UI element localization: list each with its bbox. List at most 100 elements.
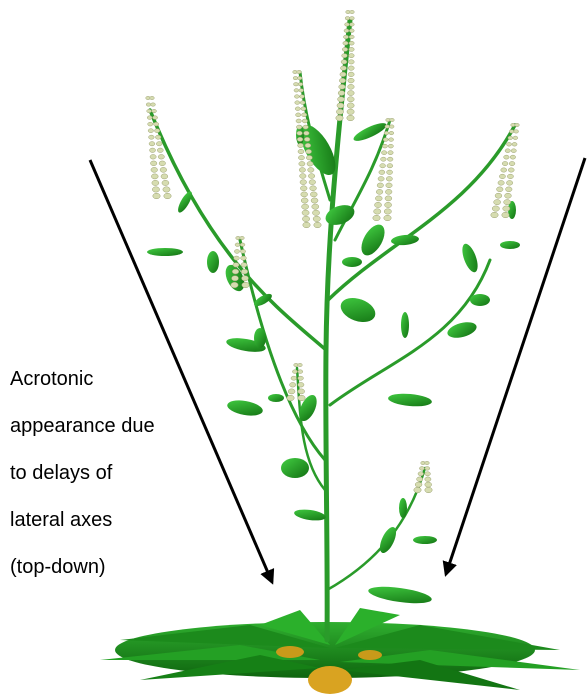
flower-bud bbox=[301, 198, 308, 203]
flower-bud bbox=[384, 131, 389, 135]
flower-bud bbox=[504, 155, 509, 159]
flower-bud bbox=[386, 118, 390, 121]
flower-bud bbox=[298, 389, 305, 394]
arrow-right-icon bbox=[446, 158, 585, 574]
flower-bud bbox=[503, 206, 510, 211]
flower-bud bbox=[240, 249, 245, 253]
flower-bud bbox=[295, 101, 300, 105]
flower-bud bbox=[417, 477, 423, 482]
annotation-text: Acrotonic appearance due to delays of la… bbox=[10, 344, 180, 603]
flower-bud bbox=[288, 389, 295, 394]
flower-bud bbox=[498, 180, 504, 185]
flower-bud bbox=[491, 212, 498, 218]
flower-bud bbox=[349, 54, 355, 58]
flower-bud bbox=[301, 192, 308, 197]
flower-bud bbox=[349, 41, 354, 45]
flower-bud bbox=[148, 122, 153, 126]
flower-bud bbox=[241, 263, 247, 268]
flower-bud bbox=[501, 168, 507, 172]
flower-bud bbox=[312, 210, 319, 215]
flower-bud bbox=[425, 461, 429, 464]
flower-bud bbox=[297, 76, 302, 79]
flower-bud bbox=[340, 72, 346, 77]
flower-bud bbox=[297, 131, 303, 135]
flower-bud bbox=[348, 78, 354, 83]
flower-bud bbox=[425, 477, 431, 482]
flower-bud bbox=[314, 222, 321, 228]
flower-bud bbox=[241, 256, 247, 260]
flower-bud bbox=[287, 395, 294, 401]
flower-bud bbox=[425, 467, 430, 471]
flower-bud bbox=[338, 91, 345, 96]
flower-bud bbox=[241, 269, 248, 274]
flower-bud bbox=[150, 96, 154, 99]
flower-bud bbox=[376, 189, 383, 194]
flower-bud bbox=[344, 29, 349, 33]
flower-bud bbox=[374, 209, 381, 214]
annotation-line: lateral axes bbox=[10, 509, 180, 533]
flower-bud bbox=[294, 363, 298, 366]
flower-bud bbox=[386, 176, 392, 181]
flower-bud bbox=[505, 193, 512, 198]
flower-bud bbox=[512, 142, 517, 146]
flower-bud bbox=[294, 83, 299, 86]
flower-bud bbox=[389, 125, 394, 128]
flower-bud bbox=[342, 54, 348, 58]
flower-bud bbox=[308, 174, 314, 179]
flower-bud bbox=[343, 41, 348, 45]
flower-bud bbox=[303, 222, 310, 228]
flower-bud bbox=[150, 161, 156, 166]
flower-bud bbox=[232, 269, 239, 274]
flower-bud bbox=[295, 107, 300, 111]
flower-bud bbox=[387, 157, 393, 161]
flower-bud bbox=[302, 119, 307, 123]
flower-bud bbox=[156, 142, 162, 146]
flower-bud bbox=[154, 129, 159, 133]
flower-bud bbox=[233, 263, 239, 268]
flower-bud bbox=[234, 256, 240, 260]
flower-bud bbox=[149, 135, 155, 139]
flower-bud bbox=[158, 154, 164, 159]
flower-bud bbox=[515, 123, 519, 126]
flower-bud bbox=[300, 95, 305, 99]
flower-bud bbox=[306, 155, 312, 160]
flower-bud bbox=[349, 35, 354, 39]
flower-bud bbox=[150, 154, 156, 159]
flower-bud bbox=[297, 137, 303, 141]
flower-bud bbox=[385, 189, 392, 194]
flower-bud bbox=[350, 17, 355, 20]
flower-bud bbox=[389, 138, 394, 142]
flower-bud bbox=[303, 125, 308, 129]
flower-bud bbox=[291, 376, 297, 380]
flower-bud bbox=[164, 193, 171, 199]
flower-bud bbox=[242, 276, 249, 281]
flower-bud bbox=[505, 149, 510, 153]
flower-bud bbox=[298, 149, 304, 153]
flower-bud bbox=[511, 123, 515, 126]
flower-bud bbox=[313, 216, 320, 222]
flower-bud bbox=[502, 161, 508, 165]
flower-bud bbox=[308, 168, 314, 173]
flower-bud bbox=[298, 370, 303, 374]
flower-bud bbox=[380, 164, 386, 168]
flower-bud bbox=[232, 276, 239, 281]
flower-bud bbox=[388, 151, 393, 155]
flower-bud bbox=[148, 129, 153, 133]
flower-bud bbox=[415, 482, 422, 487]
flower-bud bbox=[506, 187, 513, 192]
flower-bud bbox=[414, 487, 421, 493]
flower-bud bbox=[347, 115, 354, 121]
flower-bud bbox=[384, 215, 391, 221]
flower-bud bbox=[375, 202, 382, 207]
flower-bud bbox=[294, 95, 299, 99]
flower-bud bbox=[310, 192, 317, 197]
flower-bud bbox=[387, 164, 393, 168]
flower-bud bbox=[299, 168, 305, 173]
flower-bud bbox=[336, 115, 343, 121]
flower-bud bbox=[159, 161, 165, 166]
flower-bud bbox=[302, 210, 309, 215]
flower-bud bbox=[146, 103, 151, 106]
flower-bud bbox=[150, 148, 156, 152]
flower-bud bbox=[309, 180, 316, 185]
